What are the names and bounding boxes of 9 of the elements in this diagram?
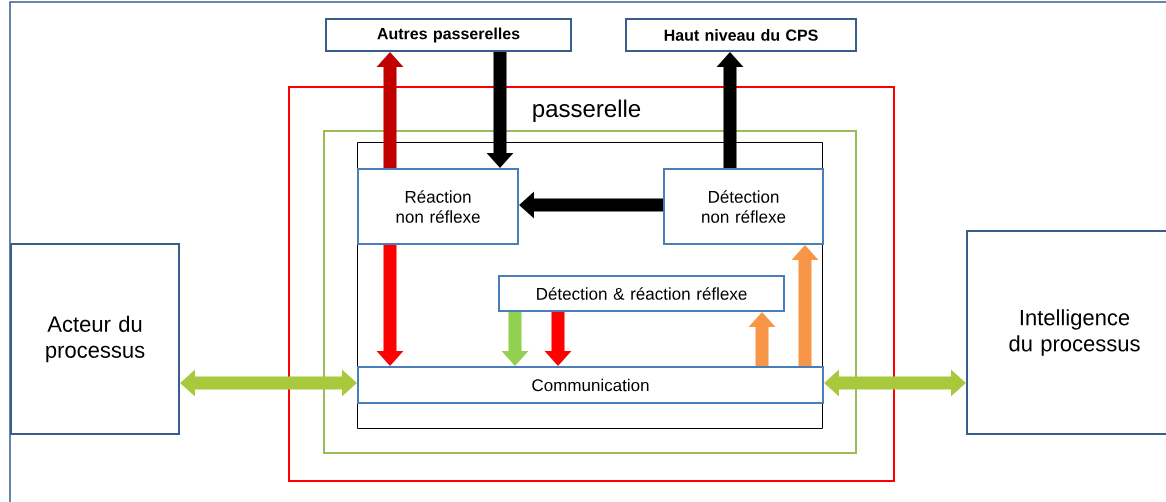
- module-box: Réaction non réflexe: [357, 168, 519, 245]
- actor-box: Acteur du processus: [10, 243, 180, 435]
- module-box: Détection non réflexe: [663, 168, 824, 245]
- module-box: Détection & réaction réflexe: [498, 275, 785, 312]
- destination-box: Autres passerelles: [325, 18, 572, 52]
- module-box: Communication: [357, 366, 824, 404]
- destination-box: Haut niveau du CPS: [625, 18, 857, 52]
- actor-box: Intelligence du processus: [966, 230, 1166, 435]
- layer-frame: [323, 130, 857, 454]
